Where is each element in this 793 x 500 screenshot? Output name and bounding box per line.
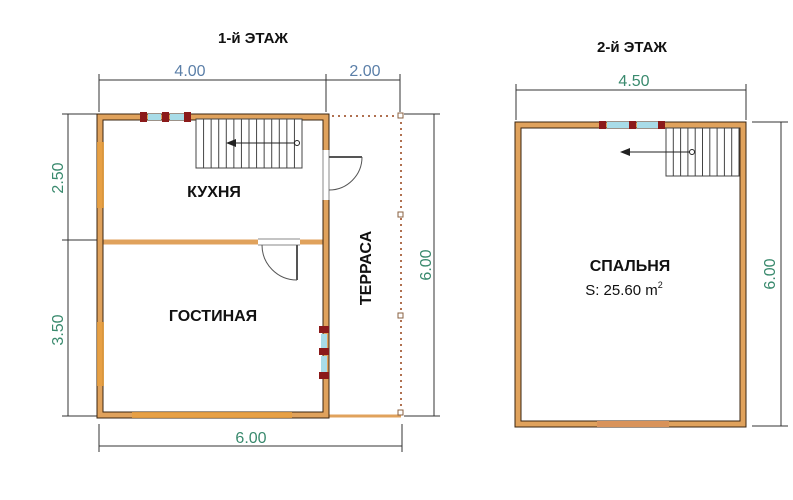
terrace-post <box>397 312 404 319</box>
floor-1: 1-й ЭТАЖ 4.00 2.00 6.00 2.50 3.5 <box>50 30 440 452</box>
floor-2-title: 2-й ЭТАЖ <box>597 39 667 56</box>
interior-door <box>258 238 300 281</box>
floor-1-dimension-lines <box>62 74 440 452</box>
terrace-outline <box>326 112 404 418</box>
door-swing-arc <box>261 244 298 281</box>
dim-right: 6.00 <box>418 249 435 280</box>
window-frame <box>319 326 329 333</box>
window-glass <box>170 114 184 120</box>
room-label-terrace: ТЕРРАСА <box>358 230 375 305</box>
window-glass <box>148 114 161 120</box>
window-glass <box>637 122 658 128</box>
window-frame <box>319 348 329 355</box>
stair-arrow-icon <box>620 148 630 156</box>
door-opening <box>258 239 300 245</box>
terrace-post <box>397 112 404 119</box>
dim-left-upper: 2.50 <box>50 162 67 193</box>
dim-top: 4.50 <box>618 73 649 90</box>
dim-left-lower: 3.50 <box>50 314 67 345</box>
terrace-post <box>397 211 404 218</box>
dim-top-terrace: 2.00 <box>349 63 380 80</box>
room-label-kitchen: КУХНЯ <box>187 184 241 201</box>
door-opening <box>323 150 329 200</box>
room-area-label: S: 25.60 m2 <box>585 280 663 299</box>
window-glass <box>321 334 327 348</box>
living-window <box>319 326 329 379</box>
room-area-value: S: 25.60 m <box>585 282 658 299</box>
stair-start-dot-icon <box>294 140 300 146</box>
dim-right: 6.00 <box>762 258 779 289</box>
floor-2-dimension-lines <box>515 84 788 427</box>
window-bottom <box>132 412 292 418</box>
door-swing-arc <box>328 156 363 191</box>
window-frame <box>319 372 329 379</box>
floor-1-wall-windows <box>97 142 292 418</box>
bedroom-window-bottom <box>597 421 669 427</box>
terrace-post <box>397 409 404 416</box>
window-frame <box>658 121 665 129</box>
window-frame <box>184 112 191 122</box>
floor-1-staircase <box>195 118 303 169</box>
floor-2: 2-й ЭТАЖ 4.50 6.00 <box>514 39 788 428</box>
floor-1-title: 1-й ЭТАЖ <box>218 30 288 47</box>
dim-top-main: 4.00 <box>174 63 205 80</box>
window-frame <box>599 121 606 129</box>
window-glass <box>321 356 327 372</box>
window-left-upper <box>97 142 104 208</box>
kitchen-window <box>140 112 191 122</box>
window-frame <box>629 121 636 129</box>
floor-2-staircase <box>620 127 740 177</box>
room-area-unit-superscript: 2 <box>658 280 663 290</box>
stair-arrow-icon <box>226 139 236 147</box>
window-frame <box>140 112 147 122</box>
window-glass <box>607 122 629 128</box>
stair-start-dot-icon <box>689 149 695 155</box>
bedroom-window-top <box>599 121 665 129</box>
window-left-lower <box>97 322 104 386</box>
window-frame <box>162 112 169 122</box>
room-label-living: ГОСТИНАЯ <box>169 308 257 325</box>
dim-bottom: 6.00 <box>235 430 266 447</box>
terrace-door <box>322 150 363 200</box>
room-label-bedroom: СПАЛЬНЯ <box>590 258 671 275</box>
